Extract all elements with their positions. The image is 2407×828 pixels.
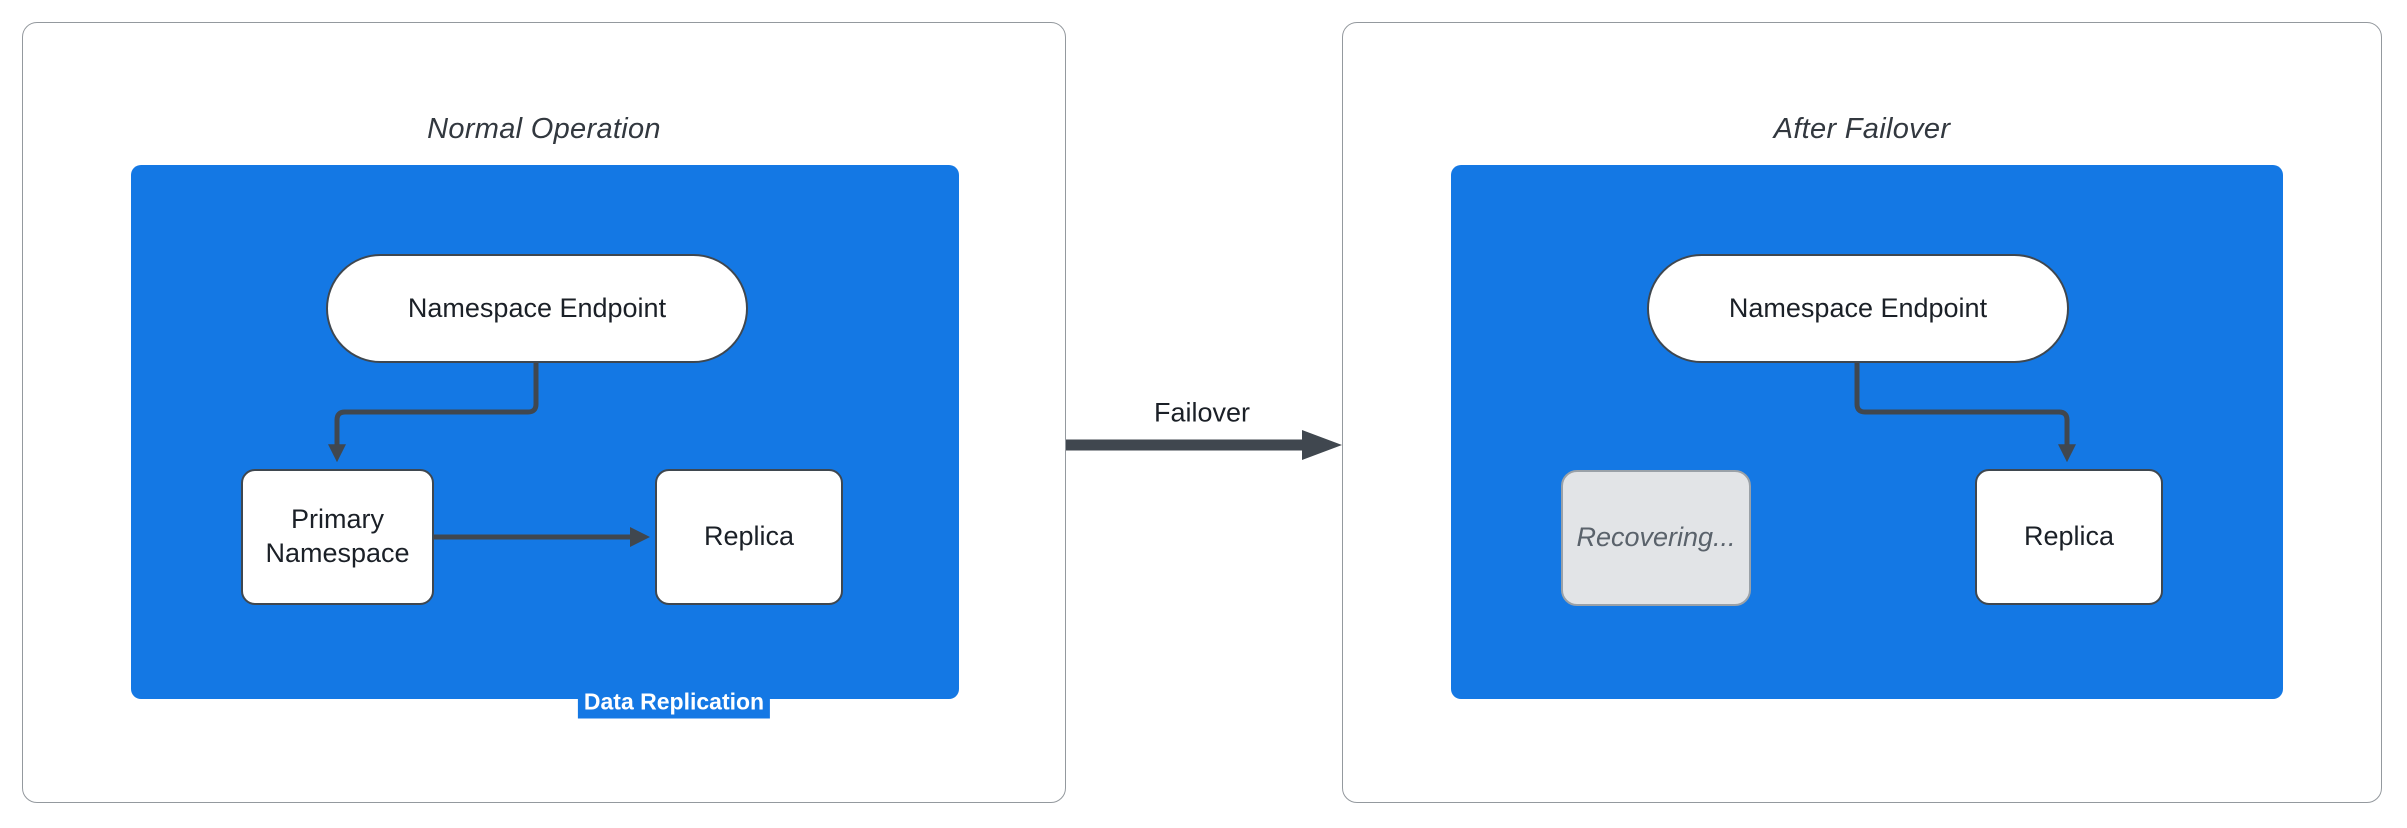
node-label: Namespace Endpoint bbox=[407, 293, 667, 323]
node-label: Replica bbox=[703, 521, 795, 552]
node-label: Namespace Endpoint bbox=[1728, 293, 1988, 323]
node-primary-namespace: Primary Namespace bbox=[241, 469, 434, 605]
panel-title-after-failover: After Failover bbox=[1773, 113, 1951, 145]
node-replica-failover: Replica bbox=[1975, 469, 2163, 605]
panel-title-normal-operation: Normal Operation bbox=[427, 113, 661, 145]
node-namespace-endpoint-normal: Namespace Endpoint bbox=[326, 254, 748, 363]
node-label: Primary Namespace bbox=[265, 504, 410, 568]
panel-after-failover: After Failover Namespace Endpoint Recove… bbox=[1342, 22, 2382, 803]
node-label: Recovering... bbox=[1576, 522, 1736, 553]
edge-label-data-replication: Data Replication bbox=[577, 685, 771, 719]
cluster-blue-normal: Namespace Endpoint Primary Namespace Rep… bbox=[131, 165, 959, 719]
panel-normal-operation: Normal Operation Namespace Endpoint Prim… bbox=[22, 22, 1066, 803]
node-recovering: Recovering... bbox=[1561, 470, 1751, 606]
failover-arrow-label: Failover bbox=[1153, 397, 1251, 428]
failover-arrow bbox=[1066, 430, 1342, 460]
node-replica-normal: Replica bbox=[655, 469, 843, 605]
node-namespace-endpoint-failover: Namespace Endpoint bbox=[1647, 254, 2069, 363]
cluster-blue-failover: Namespace Endpoint Recovering... Replica bbox=[1451, 165, 2283, 699]
node-label: Replica bbox=[2023, 521, 2115, 552]
